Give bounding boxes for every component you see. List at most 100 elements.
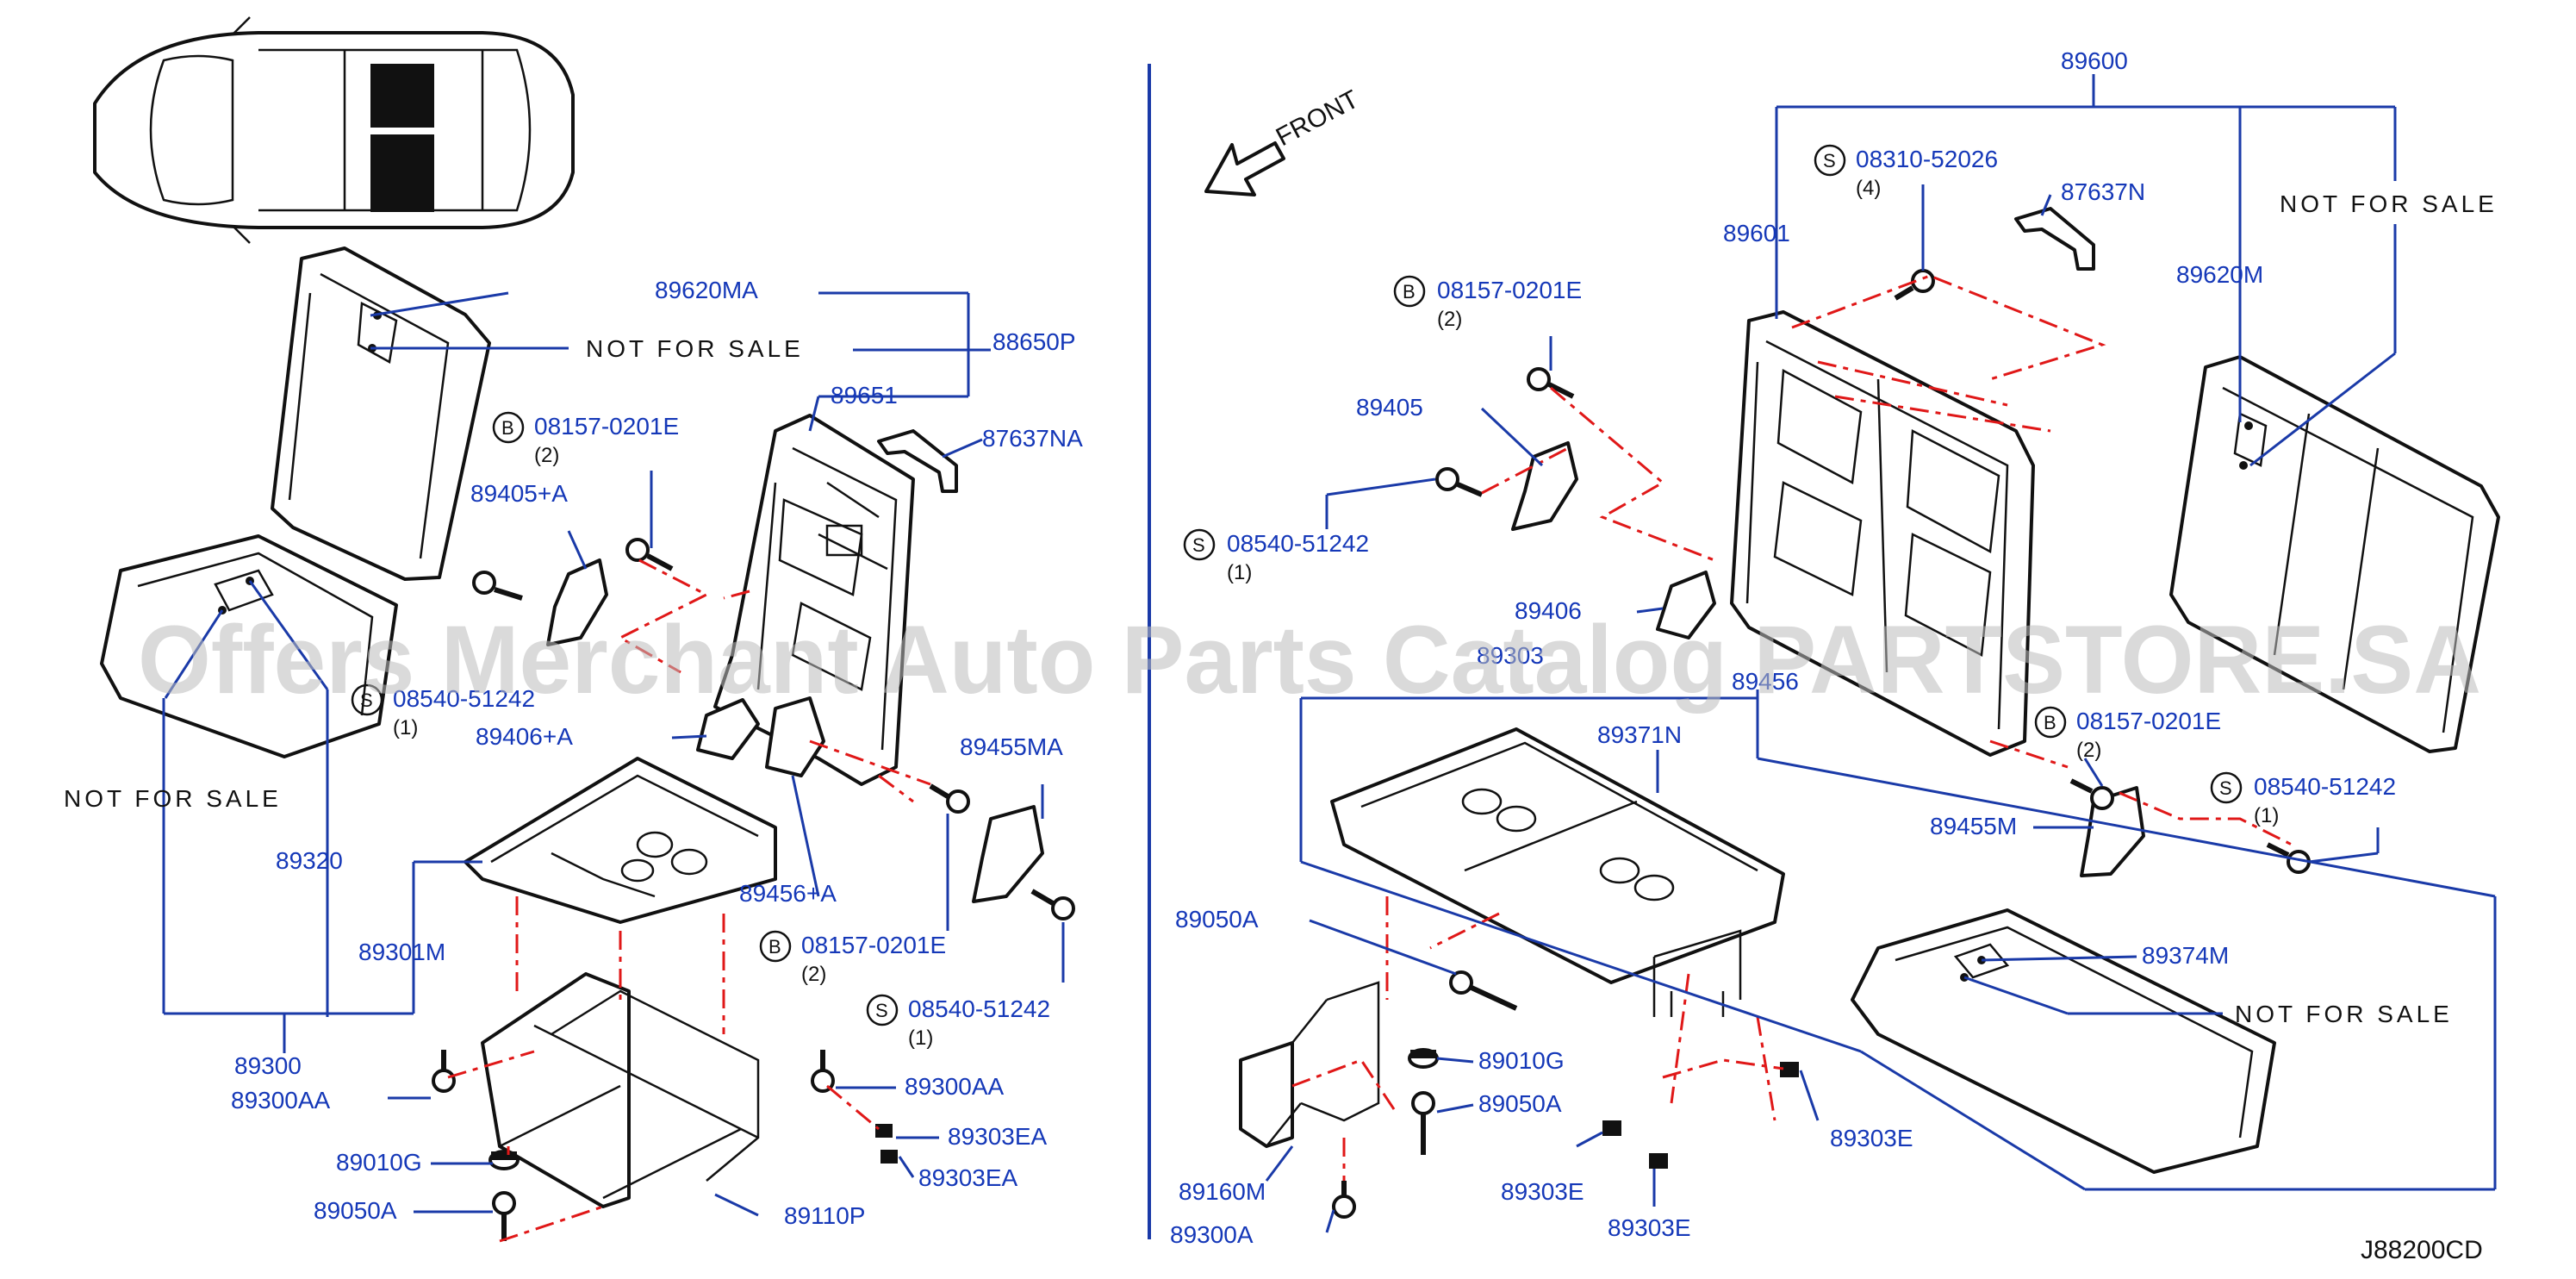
handle-87637NA bbox=[877, 429, 958, 493]
label-89455MA: 89455MA bbox=[960, 733, 1063, 760]
screw-circle-icon bbox=[866, 994, 899, 1026]
hinge-89406A bbox=[696, 698, 760, 760]
bolt-icon bbox=[1332, 1181, 1356, 1219]
letter-b-2: B bbox=[768, 936, 781, 958]
watermark: Offers Merchant Auto Parts Catalog PARTS… bbox=[138, 606, 2481, 714]
label-89300: 89300 bbox=[234, 1052, 302, 1079]
label-89320: 89320 bbox=[276, 847, 343, 874]
seatback-cover-left bbox=[271, 246, 491, 581]
label-b2-qty: (2) bbox=[801, 963, 826, 986]
letter-b-4: B bbox=[2044, 712, 2056, 733]
bushing-icon bbox=[488, 1150, 520, 1170]
label-s3-qty: (4) bbox=[1856, 177, 1881, 200]
label-89160M: 89160M bbox=[1179, 1178, 1266, 1205]
bolt-circle-icon bbox=[1393, 275, 1426, 308]
screw-circle-icon bbox=[1814, 144, 1846, 177]
bushing-icon bbox=[1408, 1048, 1439, 1069]
label-89303E-left: 89303E bbox=[1501, 1178, 1584, 1205]
label-87637N: 87637N bbox=[2061, 178, 2145, 205]
seatback-frame-89651 bbox=[713, 414, 915, 786]
bolt-icon bbox=[1527, 367, 1575, 399]
cushion-frame-89371N bbox=[1330, 727, 1785, 984]
bolt-icon bbox=[2069, 778, 2114, 810]
label-89620MA: 89620MA bbox=[655, 277, 758, 303]
front-arrow-icon bbox=[1204, 141, 1285, 197]
label-89303E-bottom: 89303E bbox=[1608, 1214, 1691, 1241]
hinge-89406 bbox=[1656, 571, 1716, 640]
cushion-frame-89301M bbox=[464, 757, 777, 924]
label-b1-qty: (2) bbox=[534, 444, 559, 467]
screw-icon bbox=[472, 571, 523, 601]
label-89303E-right: 89303E bbox=[1830, 1125, 1913, 1151]
clip-89303EA-icon bbox=[875, 1124, 893, 1138]
label-s1-code: 08540-51242 bbox=[393, 685, 535, 712]
front-label: FRONT bbox=[1272, 85, 1364, 153]
label-s5-code: 08540-51242 bbox=[2254, 773, 2396, 800]
label-89050A-top: 89050A bbox=[1175, 906, 1259, 933]
letter-s-2: S bbox=[875, 1000, 888, 1021]
bracket-89405 bbox=[1511, 441, 1578, 531]
label-89303EA-2: 89303EA bbox=[918, 1164, 1018, 1191]
letter-s-4: S bbox=[1192, 534, 1205, 556]
leader-lines-right bbox=[1265, 74, 2497, 1233]
label-89303-partial: 89303 bbox=[1477, 642, 1544, 669]
bolt-circle-icon bbox=[2034, 706, 2067, 739]
handle-87637N bbox=[2014, 207, 2095, 271]
hinge-89456A bbox=[765, 696, 825, 777]
label-89405A: 89405+A bbox=[470, 480, 568, 507]
leg-assembly-89160M bbox=[1239, 981, 1380, 1148]
clip-89303E-icon bbox=[1602, 1120, 1621, 1136]
label-89455M: 89455M bbox=[1930, 813, 2017, 839]
label-not-for-sale-cushion-right: NOT FOR SALE bbox=[2235, 1001, 2453, 1027]
leg-frame-right bbox=[1652, 929, 1742, 1017]
screw-circle-icon bbox=[1183, 528, 1216, 561]
bolt-icon bbox=[492, 1191, 516, 1241]
label-b2-code: 08157-0201E bbox=[801, 932, 946, 958]
label-89300AA-left: 89300AA bbox=[231, 1087, 331, 1114]
label-89405: 89405 bbox=[1356, 394, 1423, 421]
label-88650P: 88650P bbox=[992, 328, 1076, 355]
label-89456: 89456 bbox=[1732, 668, 1799, 695]
bolt-icon bbox=[1449, 970, 1518, 1011]
clip-89303EA-icon bbox=[880, 1150, 898, 1164]
label-89303EA-1: 89303EA bbox=[948, 1123, 1048, 1150]
seatback-frame-89601 bbox=[1730, 310, 2035, 757]
label-89050A-bottom: 89050A bbox=[1478, 1090, 1562, 1117]
bolt-icon bbox=[625, 538, 674, 571]
screw-icon bbox=[1030, 889, 1075, 920]
seat-cushion-cover-right bbox=[1851, 908, 2276, 1174]
label-89456A: 89456+A bbox=[739, 880, 837, 907]
label-89301M: 89301M bbox=[358, 939, 445, 965]
label-not-for-sale-top: NOT FOR SALE bbox=[2280, 190, 2498, 217]
label-89620M: 89620M bbox=[2176, 261, 2263, 288]
label-89406: 89406 bbox=[1515, 597, 1582, 624]
bolt-icon bbox=[929, 783, 970, 814]
label-89300A: 89300A bbox=[1170, 1221, 1254, 1248]
label-s2-code: 08540-51242 bbox=[908, 995, 1050, 1022]
bracket-89455MA bbox=[972, 805, 1044, 903]
diagram-code: J88200CD bbox=[2361, 1236, 2483, 1264]
label-89601: 89601 bbox=[1723, 220, 1790, 246]
letter-s-1: S bbox=[360, 689, 373, 711]
label-89300AA-right: 89300AA bbox=[905, 1073, 1005, 1100]
leader-lines-left bbox=[162, 291, 1065, 1217]
bracket-89455M bbox=[2080, 786, 2145, 877]
label-b3-code: 08157-0201E bbox=[1437, 277, 1582, 303]
letter-s-3: S bbox=[1823, 150, 1836, 172]
bolt-icon bbox=[811, 1050, 835, 1093]
label-89050A-left: 89050A bbox=[314, 1197, 397, 1224]
screw-icon bbox=[1435, 467, 1484, 497]
seatback-cover-right bbox=[2169, 355, 2500, 753]
label-s3-code: 08310-52026 bbox=[1856, 146, 1998, 172]
label-89110P: 89110P bbox=[784, 1202, 865, 1229]
bolt-icon bbox=[432, 1050, 456, 1093]
label-89371N: 89371N bbox=[1597, 721, 1682, 748]
label-89010G-left: 89010G bbox=[336, 1149, 422, 1176]
bolt-icon bbox=[1411, 1091, 1435, 1155]
label-89374M: 89374M bbox=[2142, 942, 2229, 969]
label-s5-qty: (1) bbox=[2254, 804, 2279, 827]
label-89600: 89600 bbox=[2061, 47, 2128, 74]
clip-89303E-icon bbox=[1780, 1062, 1799, 1077]
bolt-circle-icon bbox=[759, 930, 792, 963]
